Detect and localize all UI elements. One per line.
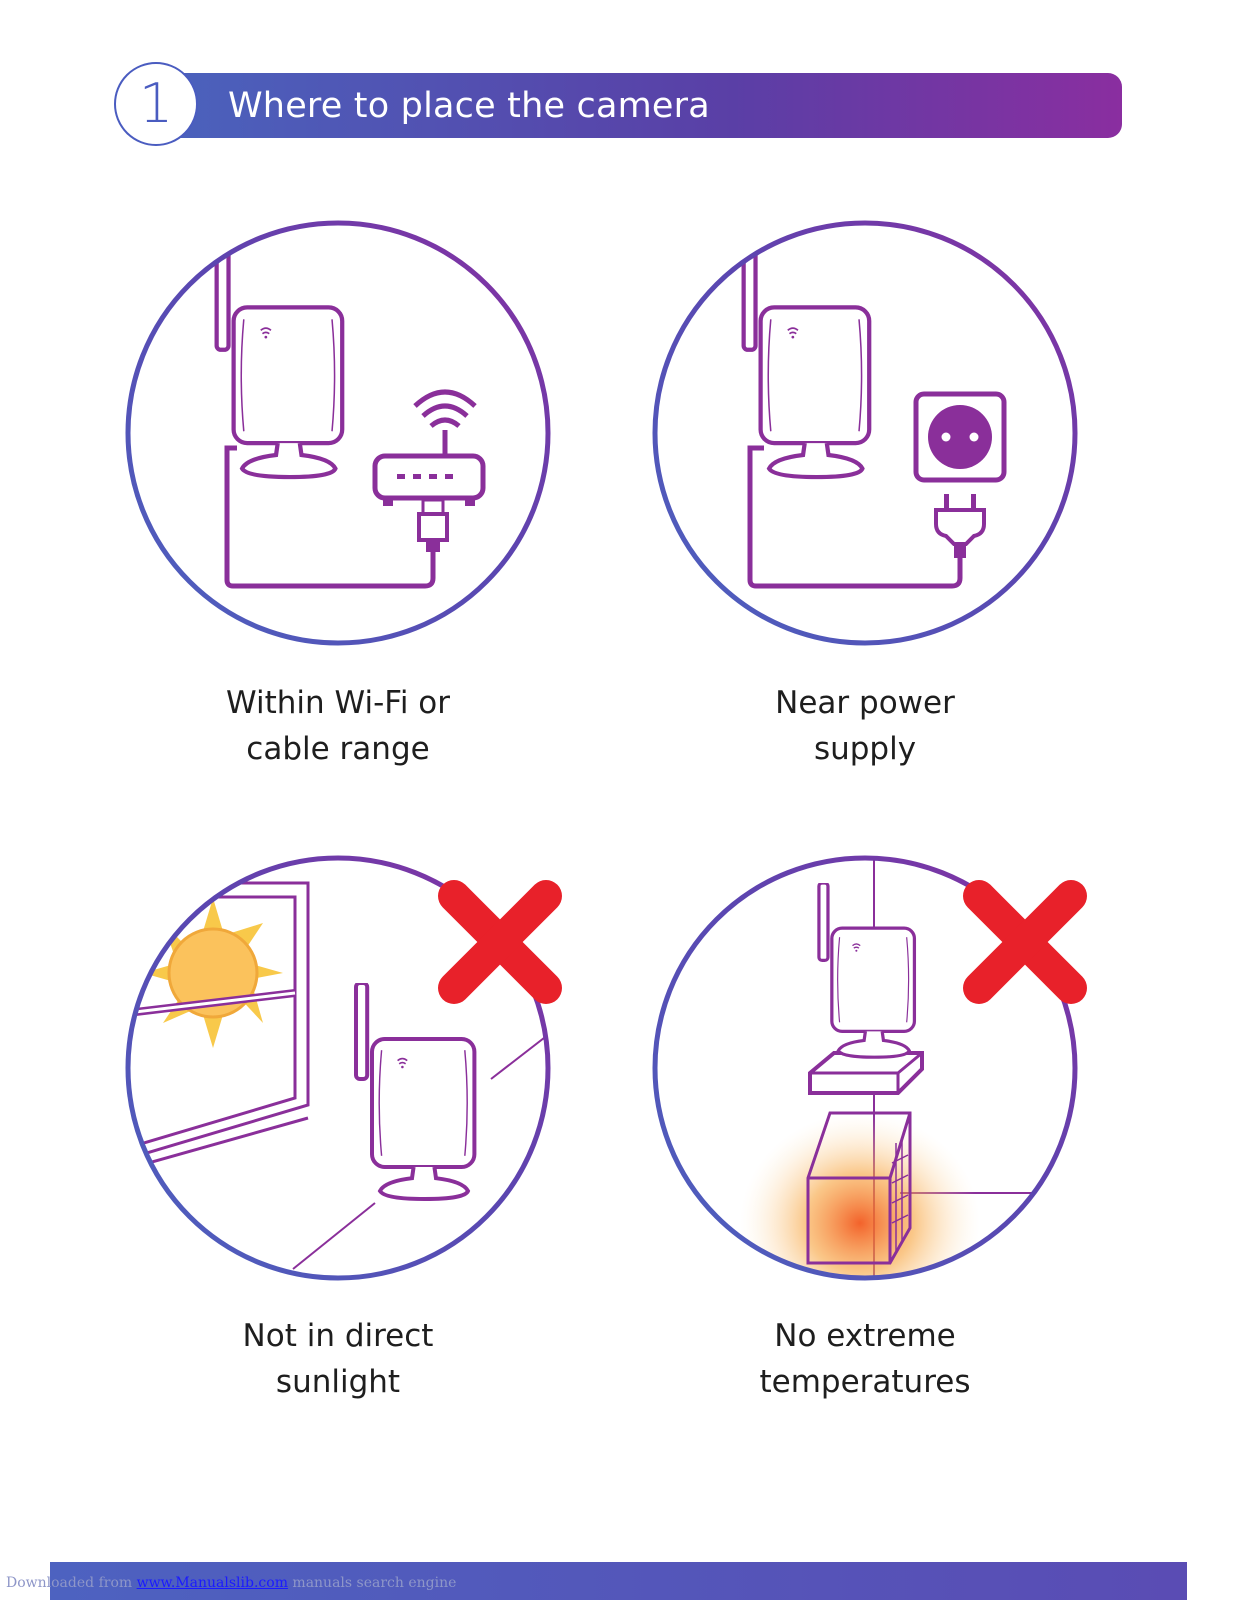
- power-socket-illustration: [652, 220, 1078, 646]
- sunlight-window-illustration: [125, 855, 551, 1281]
- heater-illustration: [652, 855, 1078, 1281]
- caption-temperatures: No extreme temperatures: [655, 1313, 1075, 1405]
- step-number: 1: [138, 72, 174, 135]
- page-title: Where to place the camera: [228, 86, 710, 126]
- caption-line: sunlight: [275, 1364, 401, 1400]
- caption-power-supply: Near power supply: [655, 680, 1075, 772]
- step-number-badge: 1: [114, 62, 198, 146]
- header-bar: [150, 73, 1122, 138]
- footer-prefix: Downloaded from: [6, 1575, 137, 1591]
- cross-icon: [438, 880, 562, 1004]
- wifi-router-illustration: [125, 220, 551, 646]
- caption-line: supply: [813, 731, 917, 767]
- caption-line: Not in direct: [242, 1318, 434, 1354]
- footer-bar: [50, 1562, 1187, 1600]
- caption-line: No extreme: [774, 1318, 956, 1354]
- footer-suffix: manuals search engine: [287, 1575, 457, 1591]
- caption-line: temperatures: [759, 1364, 971, 1400]
- caption-sunlight: Not in direct sunlight: [128, 1313, 548, 1405]
- manualslib-link[interactable]: www.Manualslib.com: [136, 1575, 288, 1591]
- cross-icon: [963, 880, 1087, 1004]
- caption-wifi-range: Within Wi-Fi or cable range: [128, 680, 548, 772]
- caption-line: Within Wi-Fi or: [225, 685, 451, 721]
- footer-download-note: Downloaded from www.Manualslib.com manua…: [6, 1575, 456, 1591]
- caption-line: cable range: [246, 731, 430, 767]
- caption-line: Near power: [775, 685, 955, 721]
